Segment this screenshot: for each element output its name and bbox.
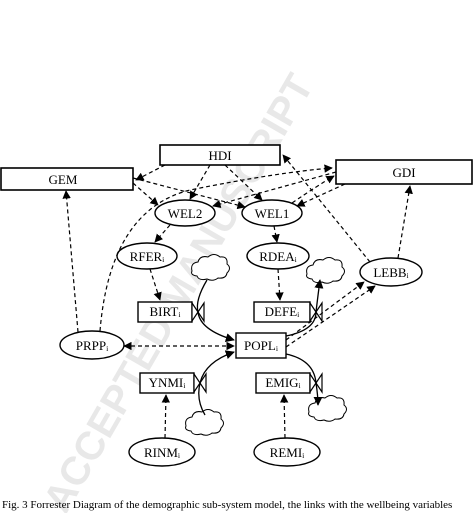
cloud-emig-sink bbox=[308, 395, 347, 422]
defe-flow bbox=[285, 279, 324, 337]
wel1-label: WEL1 bbox=[255, 206, 290, 221]
rfer-label: RFERᵢ bbox=[130, 249, 166, 264]
lebb-ellipse bbox=[359, 257, 423, 287]
popl-box bbox=[235, 332, 287, 359]
remi-label: REMIᵢ bbox=[270, 445, 306, 460]
emig-flow bbox=[285, 353, 323, 406]
lebb-label: LEBBᵢ bbox=[373, 265, 409, 280]
prpp-label: PRPPᵢ bbox=[76, 338, 109, 353]
birt-label: BIRTᵢ bbox=[150, 304, 182, 319]
gem-label: GEM bbox=[49, 172, 78, 187]
gdi-box bbox=[335, 159, 473, 185]
popl-label: POPLᵢ bbox=[244, 338, 279, 353]
cloud-birt-source bbox=[191, 254, 230, 281]
flow-pipes bbox=[196, 279, 324, 416]
rinm-ellipse bbox=[128, 437, 196, 467]
ynmi-flow bbox=[198, 350, 235, 416]
rdea-label: RDEAᵢ bbox=[259, 249, 297, 264]
hdi-box bbox=[159, 144, 281, 166]
remi-ellipse bbox=[253, 437, 321, 467]
wel1-ellipse bbox=[241, 199, 303, 227]
wel2-label: WEL2 bbox=[168, 206, 203, 221]
defe-label: DEFEᵢ bbox=[265, 304, 301, 319]
ynmi-label: YNMIᵢ bbox=[149, 375, 187, 390]
emig-label: EMIGᵢ bbox=[265, 375, 301, 390]
cloud-ynmi-source bbox=[185, 409, 224, 436]
cloud-defe-sink bbox=[306, 257, 345, 284]
figure-caption: Fig. 3 Forrester Diagram of the demograp… bbox=[2, 499, 452, 511]
info-links bbox=[62, 154, 413, 439]
wel2-ellipse bbox=[154, 199, 216, 227]
birt-flow bbox=[196, 279, 235, 343]
hdi-label: HDI bbox=[208, 148, 231, 163]
gem-box bbox=[0, 167, 134, 191]
rinm-label: RINMᵢ bbox=[144, 445, 181, 460]
gdi-label: GDI bbox=[392, 165, 415, 180]
